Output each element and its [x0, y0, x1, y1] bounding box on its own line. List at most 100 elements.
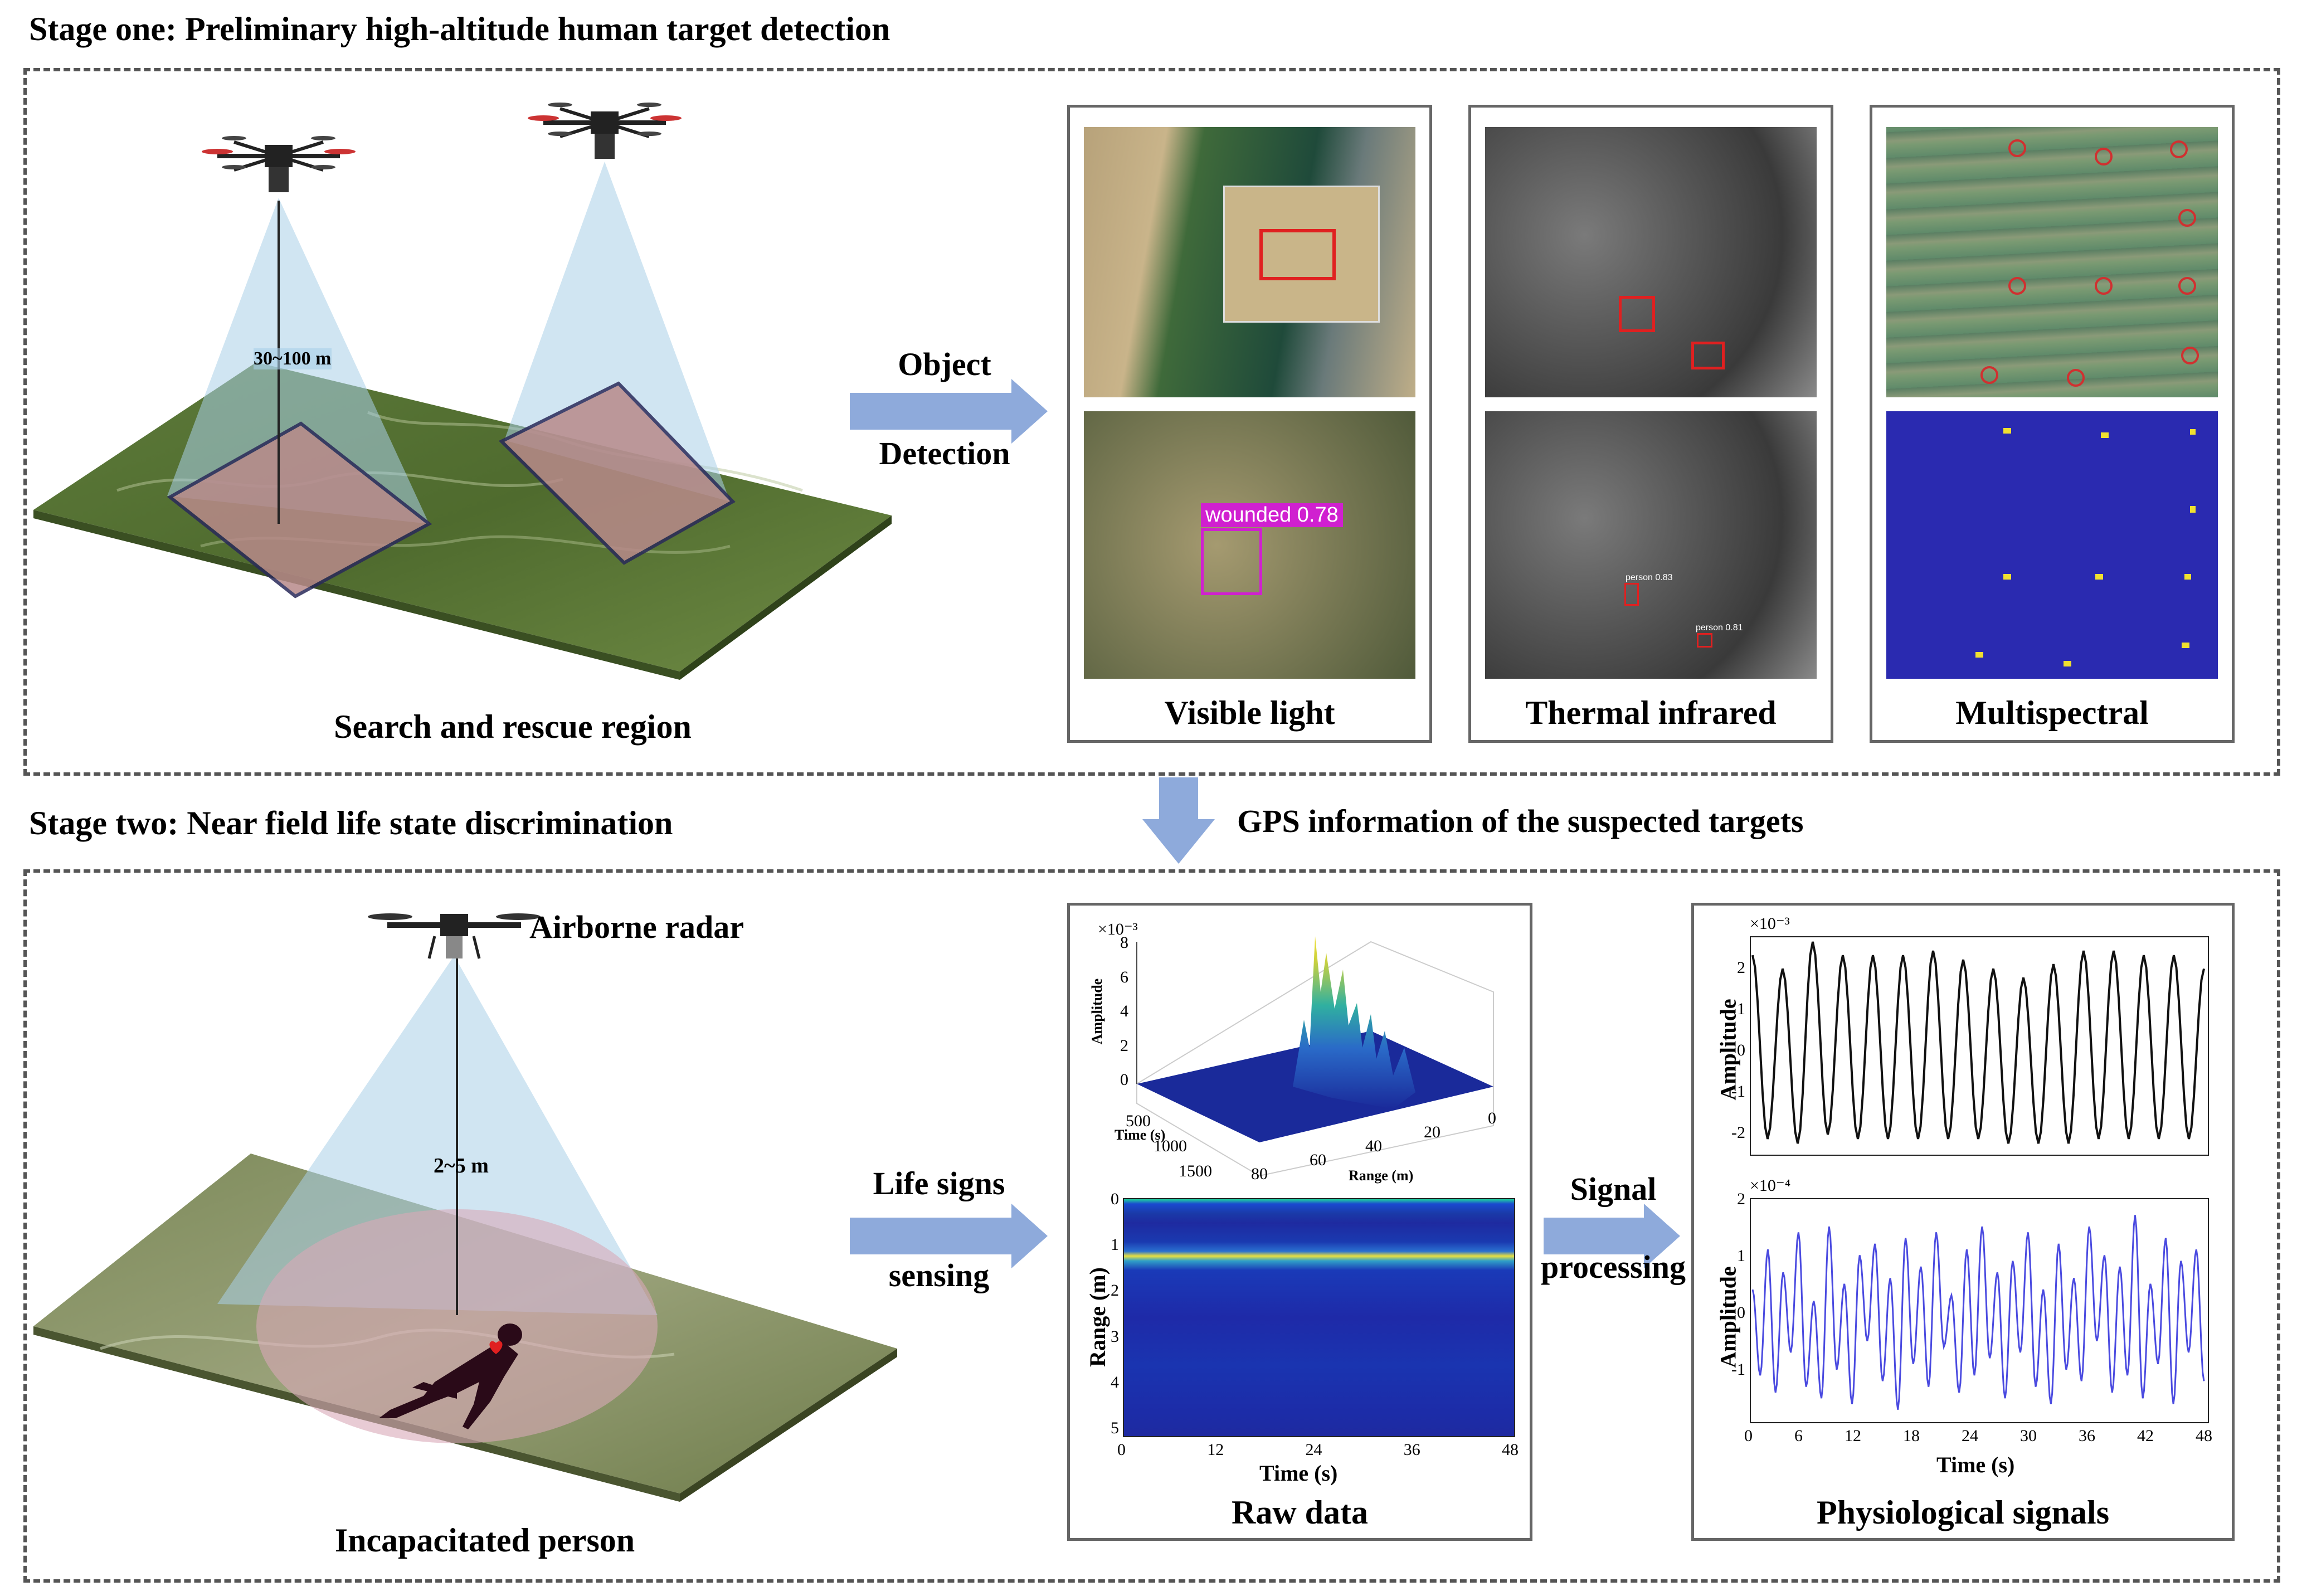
plot3d-zticks: 8 6 4 2 0 [1112, 933, 1128, 1089]
zt0: 8 [1120, 933, 1128, 952]
visible-light-caption: Visible light [1164, 694, 1335, 731]
airborne-radar-label: Airborne radar [529, 909, 744, 945]
multispectral-markers [1975, 428, 2196, 666]
pbx8: 48 [2196, 1427, 2212, 1445]
physio-top-yticks: 2 1 0 -1 -2 [1727, 958, 1745, 1142]
life-signs-label-1: Life signs [873, 1165, 1005, 1201]
wounded-detection-label: wounded 0.78 [1201, 503, 1343, 527]
visible-inset [1223, 186, 1380, 323]
plot3d-xt4: 0 [1488, 1109, 1496, 1127]
physio-bottom-ylabel: Amplitude [1715, 1266, 1741, 1368]
plot3d-zlabel: Amplitude [1089, 978, 1106, 1045]
plot3d-xt1: 60 [1310, 1151, 1326, 1169]
radar-distance-label: 2~5 m [434, 1154, 489, 1177]
hy0: 0 [1111, 1190, 1119, 1208]
multispectral-caption: Multispectral [1955, 694, 2149, 731]
surface-peaks [1293, 936, 1415, 1109]
visible-image-top [1084, 127, 1415, 397]
right-drone-icon [528, 103, 682, 159]
pty3: -1 [1731, 1082, 1745, 1101]
multispectral-image-bottom [1886, 411, 2218, 679]
plot3d-yt1: 1000 [1154, 1137, 1187, 1155]
person-silhouette-icon [379, 1323, 522, 1429]
pbx6: 36 [2079, 1427, 2095, 1445]
multispectral-image-top [1886, 127, 2218, 397]
terrain-drones-svg [33, 103, 892, 680]
pby0: 2 [1737, 1190, 1745, 1208]
physio-bottom-xlabel: Time (s) [1936, 1452, 2015, 1477]
surface-plot-svg [1136, 936, 1494, 1177]
plot3d-exponent: ×10⁻³ [1098, 920, 1138, 938]
visible-target-box [1259, 229, 1336, 280]
hx4: 48 [1502, 1441, 1519, 1459]
right-footprint [498, 381, 736, 565]
physio-bottom-yticks: 2 1 0 -1 [1727, 1190, 1745, 1379]
radar-footprint [256, 1209, 658, 1443]
multispectral-circles [1980, 139, 2199, 387]
physio-top-exponent: ×10⁻³ [1750, 914, 1790, 933]
thermal-image-top [1485, 127, 1817, 397]
wounded-detection-box [1201, 528, 1262, 595]
gps-label: GPS information of the suspected targets [1237, 803, 1804, 839]
plot3d-yt0: 500 [1126, 1112, 1151, 1130]
stage-one-frame [23, 68, 2280, 776]
hy4: 4 [1111, 1373, 1119, 1391]
heatmap-yticks: 0 1 2 3 4 5 [1103, 1190, 1119, 1438]
radar-drone-icon [368, 913, 541, 959]
hy2: 2 [1111, 1281, 1119, 1300]
incapacitated-person-caption: Incapacitated person [334, 1522, 635, 1559]
pty1: 1 [1737, 1000, 1745, 1018]
raw-data-caption: Raw data [1231, 1494, 1368, 1531]
plot3d-yt2: 1500 [1179, 1162, 1212, 1180]
pty2: 0 [1737, 1041, 1745, 1059]
gps-arrow [1142, 777, 1215, 864]
thermal-det-box-2 [1697, 633, 1712, 648]
plot3d-xlabel: Range (m) [1349, 1167, 1414, 1184]
pbx0: 0 [1744, 1427, 1753, 1445]
physio-top-ylabel: Amplitude [1715, 999, 1741, 1101]
zt3: 2 [1120, 1036, 1128, 1055]
hy1: 1 [1111, 1235, 1119, 1254]
pty0: 2 [1737, 958, 1745, 977]
pbx7: 42 [2137, 1427, 2154, 1445]
signal-processing-label-1: Signal [1570, 1171, 1657, 1207]
raw-heatmap [1123, 1198, 1515, 1437]
thermal-det-label-2: person 0.81 [1696, 623, 1743, 632]
thermal-target-box-2 [1691, 342, 1725, 369]
plot3d-xt0: 80 [1251, 1165, 1268, 1183]
object-detection-label-2: Detection [879, 435, 1010, 471]
stage-one-title: Stage one: Preliminary high-altitude hum… [29, 11, 890, 47]
thermal-det-box-1 [1624, 583, 1639, 606]
hx1: 12 [1207, 1441, 1224, 1459]
pbx5: 30 [2020, 1427, 2037, 1445]
pby1: 1 [1737, 1247, 1745, 1265]
heatmap-xticks: 0 12 24 36 48 [1117, 1441, 1519, 1459]
left-drone-icon [202, 136, 356, 192]
search-region-caption: Search and rescue region [334, 708, 692, 745]
hx2: 24 [1305, 1441, 1322, 1459]
heatmap-ylabel: Range (m) [1084, 1267, 1110, 1367]
physio-top-axes [1750, 936, 2209, 1156]
physio-bottom-xticks: 0 6 12 18 24 30 36 42 48 [1744, 1427, 2212, 1446]
radar-scene: 2~5 m [33, 892, 903, 1505]
stage-two-title: Stage two: Near field life state discrim… [29, 805, 673, 841]
hx3: 36 [1403, 1441, 1420, 1459]
heatmap-xlabel: Time (s) [1259, 1461, 1338, 1486]
pty4: -2 [1731, 1123, 1745, 1142]
altitude-label: 30~100 m [254, 348, 332, 369]
zt4: 0 [1120, 1071, 1128, 1089]
left-footprint [167, 421, 432, 598]
hx0: 0 [1117, 1441, 1126, 1459]
pby3: -1 [1731, 1360, 1745, 1379]
physio-bottom-axes [1750, 1198, 2209, 1423]
radar-scene-svg [33, 913, 897, 1502]
hy5: 5 [1111, 1418, 1119, 1437]
thermal-target-box-1 [1619, 296, 1655, 332]
physiological-caption: Physiological signals [1816, 1494, 2110, 1531]
physio-bottom-exponent: ×10⁻⁴ [1750, 1176, 1791, 1195]
search-region-illustration: 30~100 m [33, 100, 903, 713]
visible-image-bottom: wounded 0.78 [1084, 411, 1415, 679]
object-detection-label-1: Object [898, 346, 991, 382]
thermal-image-bottom: person 0.83 person 0.81 [1485, 411, 1817, 679]
pbx3: 18 [1903, 1427, 1920, 1445]
